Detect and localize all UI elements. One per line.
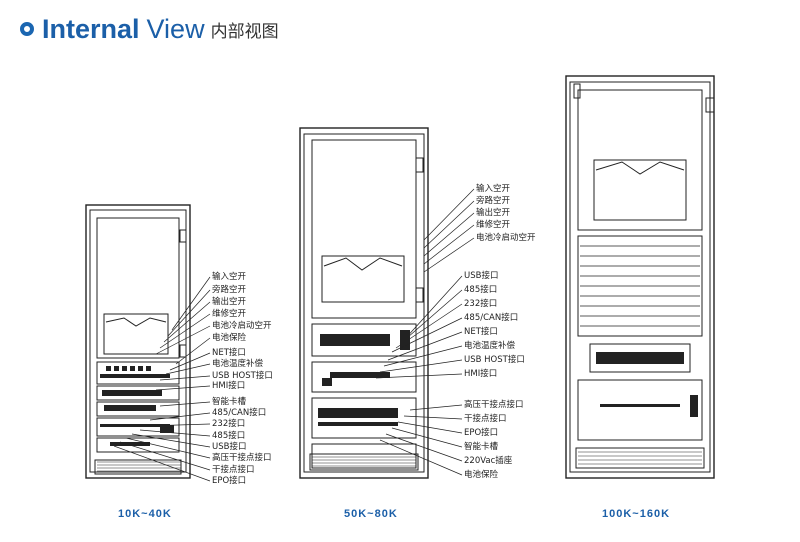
label-485: 485接口 [464, 285, 498, 295]
label-input-breaker: 输入空开 [476, 184, 511, 194]
label-usb-host: USB HOST接口 [212, 371, 273, 381]
label-220vac-socket: 220Vac插座 [464, 456, 513, 466]
label-hv-dry-contact: 高压干接点接口 [212, 453, 272, 463]
label-output-breaker: 输出空开 [212, 297, 247, 307]
label-dry-contact: 干接点接口 [212, 465, 255, 475]
label-maintenance-breaker: 维修空开 [476, 220, 511, 230]
label-485-can: 485/CAN接口 [212, 408, 267, 418]
label-dry-contact: 干接点接口 [464, 414, 507, 424]
label-bypass-breaker: 旁路空开 [476, 196, 511, 206]
cabinet-100k-160k [565, 75, 715, 479]
label-input-breaker: 输入空开 [212, 272, 247, 282]
label-battery-temp: 电池温度补偿 [212, 359, 264, 369]
page-header: Internal View 内部视图 [20, 14, 279, 44]
label-hv-dry-contact: 高压干接点接口 [464, 400, 524, 410]
label-battery-temp: 电池温度补偿 [464, 341, 516, 351]
model-caption-10k-40k: 10K~40K [118, 508, 172, 520]
label-battery-cold-start: 电池冷启动空开 [212, 321, 272, 331]
label-net-port: NET接口 [464, 327, 498, 337]
label-485-can: 485/CAN接口 [464, 313, 519, 323]
cabinet-50k-80k [299, 127, 475, 479]
cabinet-10k-40k [85, 204, 211, 482]
title-view: View [146, 13, 205, 44]
title-chinese: 内部视图 [210, 21, 279, 42]
title-internal: Internal [42, 13, 140, 44]
label-output-breaker: 输出空开 [476, 208, 511, 218]
label-battery-cold-start: 电池冷启动空开 [476, 233, 536, 243]
label-hmi-port: HMI接口 [464, 369, 498, 379]
label-smart-slot: 智能卡槽 [464, 442, 499, 452]
label-485: 485接口 [212, 431, 246, 441]
label-usb: USB接口 [464, 271, 499, 281]
label-usb-host: USB HOST接口 [464, 355, 525, 365]
label-maintenance-breaker: 维修空开 [212, 309, 247, 319]
label-bypass-breaker: 旁路空开 [212, 285, 247, 295]
label-232: 232接口 [464, 299, 498, 309]
model-caption-100k-160k: 100K~160K [602, 508, 671, 520]
label-epo: EPO接口 [212, 476, 247, 486]
label-hmi-port: HMI接口 [212, 381, 246, 391]
label-smart-slot: 智能卡槽 [212, 397, 247, 407]
circle-bullet-icon [20, 22, 34, 36]
label-232: 232接口 [212, 419, 246, 429]
label-usb: USB接口 [212, 442, 247, 452]
label-epo: EPO接口 [464, 428, 499, 438]
model-caption-50k-80k: 50K~80K [344, 508, 398, 520]
label-battery-fuse: 电池保险 [212, 333, 247, 343]
label-net-port: NET接口 [212, 348, 246, 358]
label-battery-fuse: 电池保险 [464, 470, 499, 480]
